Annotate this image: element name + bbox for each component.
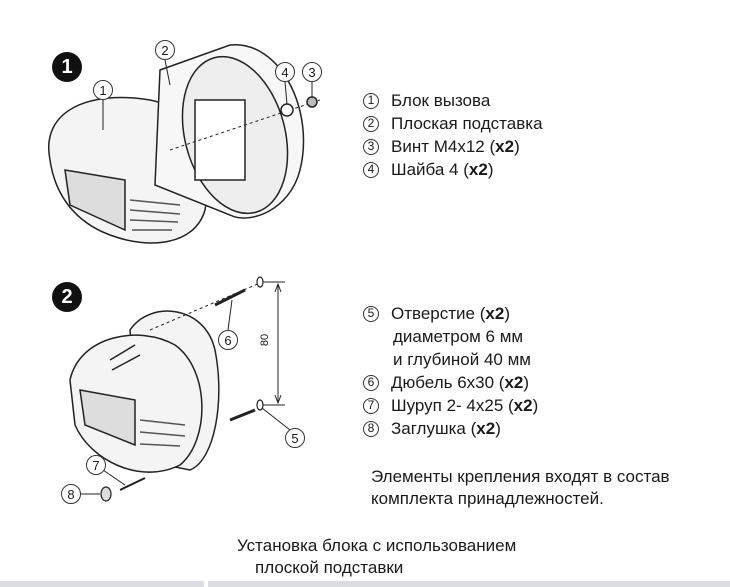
- item-number: 8: [363, 420, 379, 437]
- item-qty: x2: [485, 304, 505, 323]
- legend-item: 7 Шуруп 2- 4x25 (x2): [363, 394, 538, 417]
- item-qty: x2: [495, 137, 515, 156]
- figure-caption: Установка блока с использованием плоской…: [237, 535, 516, 579]
- item-number: 1: [363, 92, 379, 109]
- item-text: диаметром 6 мм: [393, 327, 524, 346]
- item-text: Блок вызова: [391, 91, 491, 110]
- item-text: Винт М4x12 (: [391, 137, 496, 156]
- item-number: 5: [363, 305, 379, 322]
- item-text: Шуруп 2- 4x25 (: [391, 396, 514, 415]
- legend-step-1: 1 Блок вызова 2 Плоская подставка 3 Винт М4…: [363, 89, 543, 181]
- step-2-badge: 2: [52, 282, 82, 312]
- note-line: комплекта принадлежностей.: [371, 489, 604, 508]
- bottom-strip-right: [208, 581, 730, 587]
- item-text: Шайба 4 (: [391, 160, 469, 179]
- item-qty: x2: [504, 373, 524, 392]
- item-paren: ): [532, 396, 539, 415]
- item-paren: ): [523, 373, 530, 392]
- item-text: Плоская подставка: [391, 114, 543, 133]
- item-qty: x2: [513, 396, 533, 415]
- item-number: 7: [363, 397, 379, 414]
- callout-2: 2: [155, 40, 175, 60]
- item-text: Отверстие (: [391, 304, 486, 323]
- item-paren: ): [487, 160, 494, 179]
- note-line: Элементы крепления входят в состав: [371, 467, 670, 486]
- item-paren: ): [495, 419, 501, 438]
- legend-item: 8 Заглушка (x2): [363, 417, 538, 440]
- item-number: 6: [363, 374, 379, 391]
- step-1-badge: 1: [52, 52, 82, 82]
- flat-stand-drawing: [154, 44, 321, 219]
- caption-line: Установка блока с использованием: [237, 536, 517, 555]
- legend-item: 1 Блок вызова: [363, 89, 543, 112]
- callout-5: 5: [285, 428, 305, 448]
- legend-item: 4 Шайба 4 (x2): [363, 158, 543, 181]
- item-text: Дюбель 6x30 (: [391, 373, 505, 392]
- dimension-line: [263, 281, 285, 406]
- callout-8: 8: [61, 484, 81, 504]
- dimension-label: 80: [259, 333, 272, 347]
- item-qty: x2: [468, 160, 488, 179]
- item-qty: x2: [476, 419, 496, 438]
- legend-item: 3 Винт М4x12 (x2): [363, 135, 543, 158]
- item-text: Заглушка (: [391, 419, 477, 438]
- item-paren: ): [504, 304, 510, 323]
- legend-item: 2 Плоская подставка: [363, 112, 543, 135]
- item-number: 3: [363, 138, 379, 155]
- callout-1: 1: [93, 80, 113, 100]
- legend-item: 5 Отверстие (x2): [363, 302, 538, 325]
- mounting-note: Элементы крепления входят в состав компл…: [371, 466, 670, 510]
- callout-4: 4: [275, 62, 295, 82]
- callout-6: 6: [218, 330, 238, 350]
- legend-item: 6 Дюбель 6x30 (x2): [363, 371, 538, 394]
- leader-lines: [80, 59, 313, 495]
- call-block-drawing-2: [69, 310, 220, 473]
- legend-item-continued: диаметром 6 мм: [363, 325, 538, 348]
- callout-3: 3: [302, 62, 322, 82]
- item-text: и глубиной 40 мм: [393, 350, 531, 369]
- legend-item-continued: и глубиной 40 мм: [363, 348, 538, 371]
- item-number: 4: [363, 161, 379, 178]
- bottom-strip-left: [0, 581, 204, 587]
- callout-7: 7: [86, 455, 106, 475]
- item-number: 2: [363, 115, 379, 132]
- item-paren: ): [514, 137, 520, 156]
- caption-line: плоской подставки: [255, 558, 404, 577]
